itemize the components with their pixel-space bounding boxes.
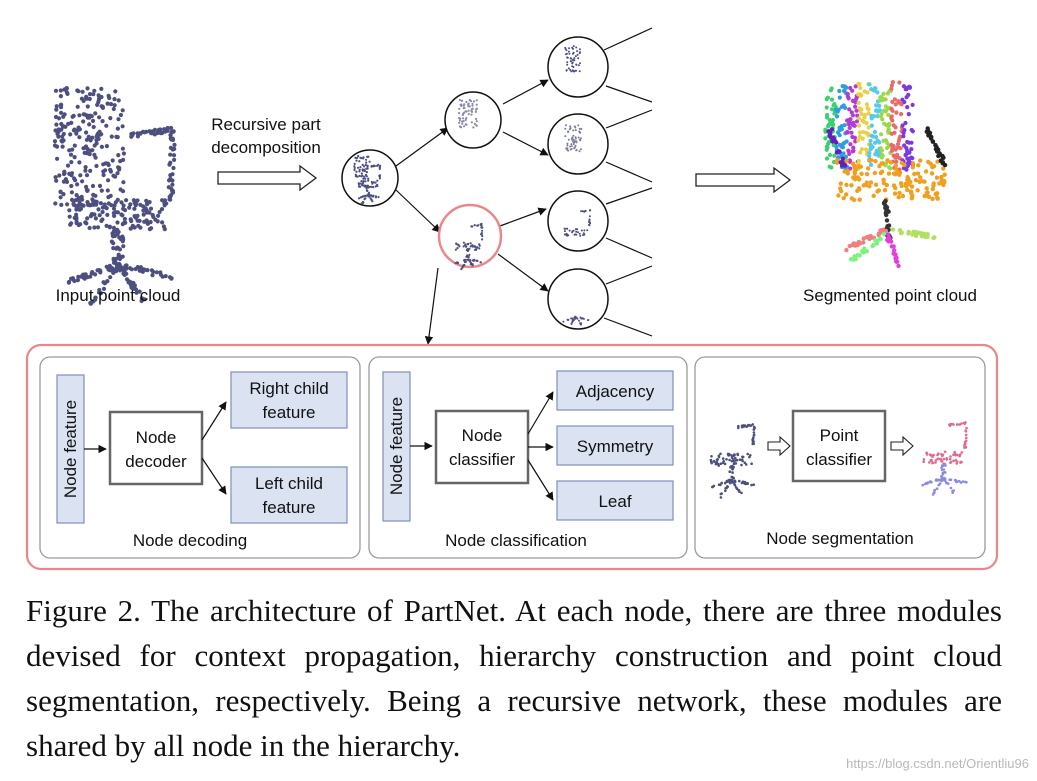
segmentation-block-arrow-1 [767,435,791,457]
symmetry-output-label: Symmetry [577,437,654,456]
tree-node-leaf-4 [547,268,609,330]
node-feature-input-label-2: Node feature [387,397,406,495]
segmentation-block-arrow-2 [890,435,914,457]
left-child-feature-box [230,466,348,524]
segmentation-output-chair-image [921,421,968,496]
point-classifier-label-line2: classifier [806,450,872,469]
left-child-feature-label-line1: Left child [255,474,323,493]
hierarchy-tree-edges [395,27,653,345]
decomposition-label-line1: Recursive part [211,115,321,134]
symmetry-output-box [556,425,674,466]
leaf-output-label: Leaf [598,492,631,511]
tree-node-leaf-2 [547,113,609,175]
point-classifier-label-line1: Point [820,426,859,445]
node-feature-input-label: Node feature [61,400,80,498]
node-decoder-label-line2: decoder [125,452,187,471]
panel-node-classification-title: Node classification [445,531,587,550]
panel-node-segmentation-title: Node segmentation [766,529,913,548]
tree-node-root [341,149,399,207]
modules-outer-frame [25,343,999,571]
figure-caption: Figure 2. The architecture of PartNet. A… [26,588,1002,768]
right-child-feature-box [230,371,348,429]
right-child-feature-label-line2: feature [263,403,316,422]
input-point-cloud-chair-image [52,86,177,306]
panel-node-segmentation: Point classifier Node segmentation [694,356,986,559]
decomposition-block-arrow [217,164,318,192]
tree-node-body-highlighted [437,203,503,269]
leaf-output-box [556,480,674,521]
right-child-feature-label-line1: Right child [249,379,328,398]
tree-node-back [444,91,502,149]
panel-node-decoding-title: Node decoding [133,531,247,550]
node-decoder-label-line1: Node [136,428,177,447]
output-block-arrow [695,166,792,194]
tree-node-point-clouds [353,45,592,326]
segmented-point-cloud-label: Segmented point cloud [803,286,977,305]
watermark-text: https://blog.csdn.net/Orientliu96 [846,756,1029,771]
adjacency-output-label: Adjacency [576,382,655,401]
adjacency-output-box [556,370,674,411]
node-classifier-label-line2: classifier [449,450,515,469]
node-feature-input-box [56,374,85,524]
panel-node-decoding: Node feature Node decoder Right child fe… [39,356,361,559]
panel-node-classification: Node feature Node classifier Adjacency S… [368,356,688,559]
tree-node-leaf-3 [547,190,609,252]
node-classifier-label-line1: Node [462,426,503,445]
segmentation-input-chair-image [709,423,756,499]
point-classifier-box [791,409,887,483]
left-child-feature-label-line2: feature [263,498,316,517]
node-classifier-box [434,409,530,485]
segmented-point-cloud-chair-image [823,80,948,269]
node-decoder-box [108,410,204,486]
tree-node-leaf-1 [547,36,609,98]
decomposition-label-line2: decomposition [211,138,321,157]
figure-caption-text: Figure 2. The architecture of PartNet. A… [26,593,1010,763]
input-point-cloud-label: Input point cloud [56,286,181,305]
